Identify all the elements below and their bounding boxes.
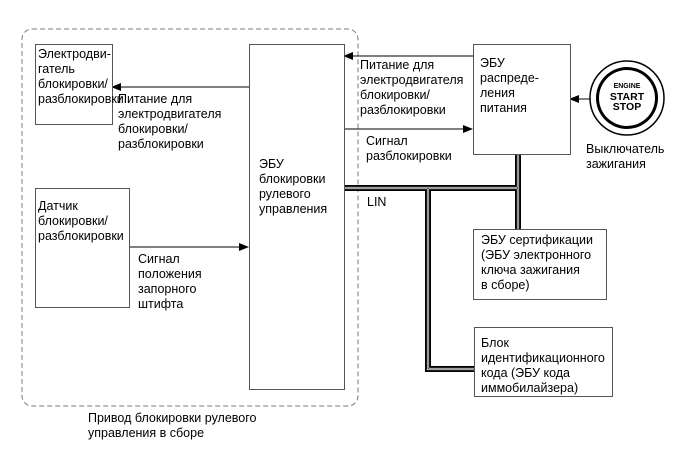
steering-ecu-label: ЭБУ блокировки рулевого управления [259, 157, 328, 216]
assembly-caption: Привод блокировки рулевого управления в … [88, 411, 257, 440]
stop-text: STOP [612, 101, 642, 113]
power-ecu-box [473, 44, 571, 155]
motor-label: Электродви- гатель блокировки/ разблокир… [38, 47, 124, 106]
sensor-label: Датчик блокировки/ разблокировки [38, 199, 124, 243]
start-text: START [609, 91, 645, 103]
lin-label: LIN [367, 195, 387, 209]
certification-ecu-box [473, 229, 607, 300]
ignition-switch-caption: Выключатель зажигания [586, 142, 665, 171]
power-to-motor-label: Питание для электродвигателя блокировки/… [118, 92, 222, 151]
ignition-switch-face: ENGINE START STOP [599, 82, 655, 112]
steering-ecu-box [249, 44, 345, 390]
pin-position-label: Сигнал положения запорного штифта [138, 252, 202, 311]
lin-bus [344, 154, 521, 372]
motor-box [35, 44, 113, 125]
unlock-signal-label: Сигнал разблокировки [366, 134, 452, 163]
certification-ecu-label: ЭБУ сертификации (ЭБУ электронного ключа… [481, 233, 593, 292]
id-block-box [474, 327, 613, 397]
id-block-label: Блок идентификационного кода (ЭБУ кода и… [481, 336, 605, 395]
power-to-steering-label: Питание для электродвигателя блокировки/… [360, 58, 464, 117]
engine-text: ENGINE [613, 83, 641, 90]
sensor-box [35, 188, 130, 308]
ignition-switch-icon [589, 60, 665, 136]
power-ecu-label: ЭБУ распреде- ления питания [480, 56, 539, 115]
